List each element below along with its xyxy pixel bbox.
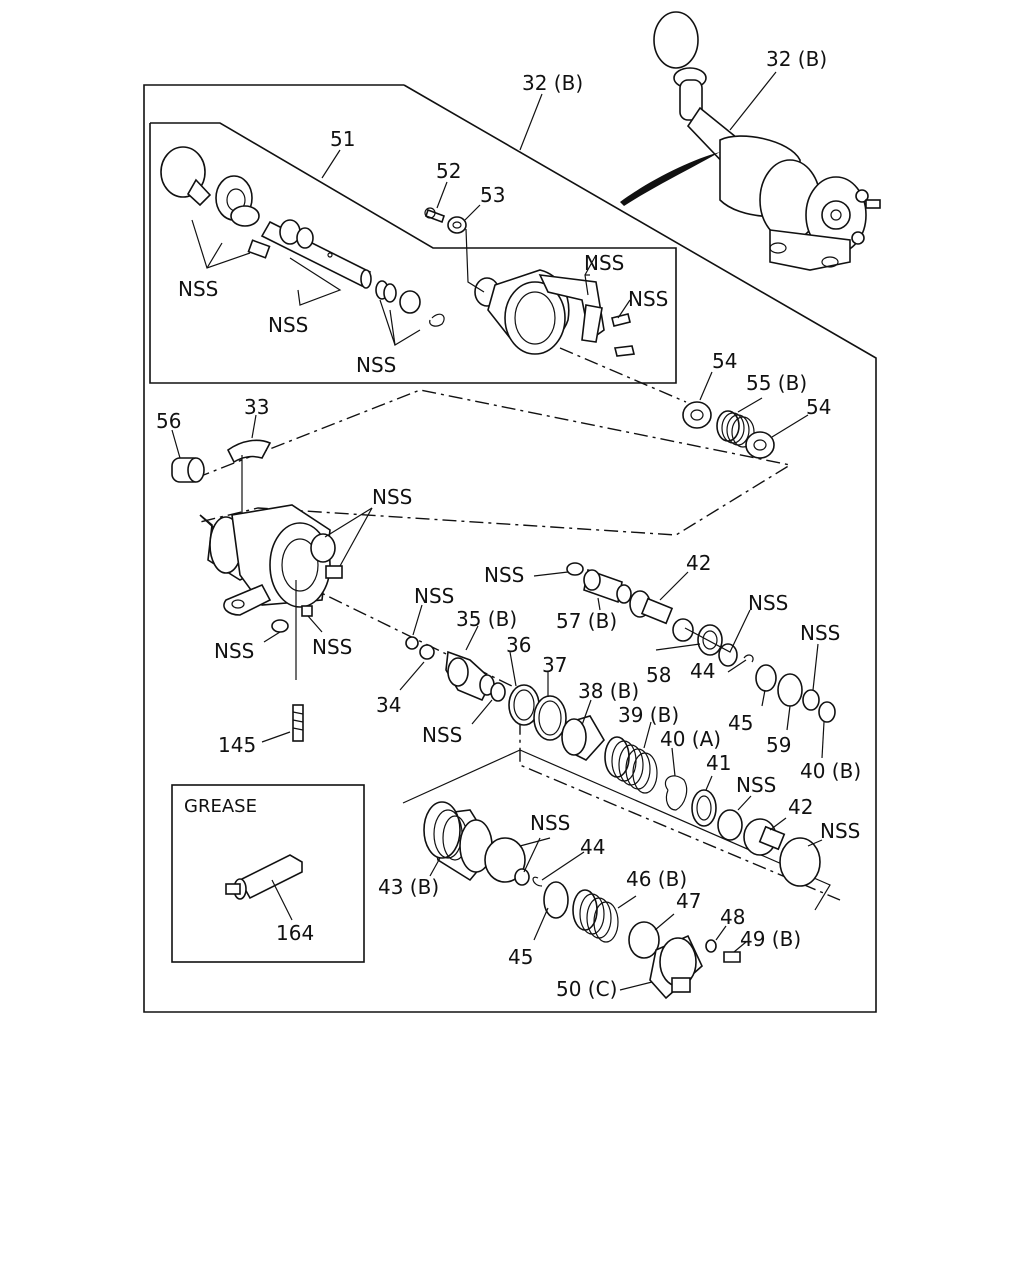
callout-nss-a5: NSS	[628, 287, 668, 311]
end-cap-parts	[423, 801, 821, 1000]
callout-51: 51	[330, 127, 355, 151]
callout-42a: 42	[686, 551, 711, 575]
callout-37: 37	[542, 653, 567, 677]
callout-55b: 55 (B)	[746, 371, 807, 395]
valve-internal-parts	[405, 636, 743, 841]
callout-nss-b6: NSS	[312, 635, 352, 659]
callout-35b: 35 (B)	[456, 607, 517, 631]
callout-50c: 50 (C)	[556, 977, 617, 1001]
callout-46b: 46 (B)	[626, 867, 687, 891]
callout-54b: 54	[806, 395, 831, 419]
callout-34: 34	[376, 693, 401, 717]
main-frame	[143, 84, 877, 1013]
callout-nss-b7: NSS	[422, 723, 462, 747]
callout-145: 145	[218, 733, 256, 757]
plunger-parts	[566, 562, 836, 723]
callout-nss-a2: NSS	[268, 313, 308, 337]
housing-51	[474, 269, 635, 357]
bushing-56-seal-33	[171, 439, 272, 520]
centerline-middle	[195, 389, 792, 536]
callout-32b-top: 32 (B)	[766, 47, 827, 71]
shift-knob-components	[160, 146, 445, 327]
spring-55-washers-54	[682, 401, 775, 459]
callout-40b: 40 (B)	[800, 759, 861, 783]
callout-43b: 43 (B)	[378, 875, 439, 899]
screw-145	[292, 704, 304, 742]
callout-41: 41	[706, 751, 731, 775]
callout-57b: 57 (B)	[556, 609, 617, 633]
callout-nss-c2: NSS	[820, 819, 860, 843]
callout-44b: 44	[580, 835, 605, 859]
callout-nss-c3: NSS	[530, 811, 570, 835]
callout-nss-a4: NSS	[584, 251, 624, 275]
callout-labels: 32 (B) 32 (B) 51 52 53 NSS NSS NSS NSS N…	[156, 47, 861, 1001]
callout-nss-c1: NSS	[736, 773, 776, 797]
bolt-52-washer-53	[424, 207, 485, 293]
grease-box-title: GREASE	[184, 796, 257, 817]
bottom-group-frame	[402, 749, 831, 911]
callout-52: 52	[436, 159, 461, 183]
callout-36: 36	[506, 633, 531, 657]
callout-59: 59	[766, 733, 791, 757]
callout-nss-b4: NSS	[748, 591, 788, 615]
callout-44a: 44	[690, 659, 715, 683]
callout-nss-b2: NSS	[484, 563, 524, 587]
callout-42b: 42	[788, 795, 813, 819]
callout-56: 56	[156, 409, 181, 433]
callout-53: 53	[480, 183, 505, 207]
callout-32b-frame: 32 (B)	[522, 71, 583, 95]
callout-45a: 45	[728, 711, 753, 735]
callout-33: 33	[244, 395, 269, 419]
leader-lines	[171, 71, 825, 991]
callout-nss-a1: NSS	[178, 277, 218, 301]
callout-nss-a3: NSS	[356, 353, 396, 377]
callout-nss-b1: NSS	[372, 485, 412, 509]
callout-164: 164	[276, 921, 314, 945]
callout-nss-b3: NSS	[414, 584, 454, 608]
callout-58: 58	[646, 663, 671, 687]
callout-nss-b5: NSS	[214, 639, 254, 663]
grease-box	[171, 784, 365, 963]
callout-49b: 49 (B)	[740, 927, 801, 951]
callout-47: 47	[676, 889, 701, 913]
callout-40a: 40 (A)	[660, 727, 721, 751]
subassembly-frame-51	[149, 122, 677, 384]
grease-tube-164	[225, 854, 303, 900]
callout-48: 48	[720, 905, 745, 929]
gear-shift-assembly	[620, 11, 881, 271]
callout-54a: 54	[712, 349, 737, 373]
centerline-upper	[559, 347, 687, 403]
valve-housing	[199, 504, 343, 680]
callout-38b: 38 (B)	[578, 679, 639, 703]
callout-39b: 39 (B)	[618, 703, 679, 727]
callout-nss-b8: NSS	[800, 621, 840, 645]
callout-45b: 45	[508, 945, 533, 969]
